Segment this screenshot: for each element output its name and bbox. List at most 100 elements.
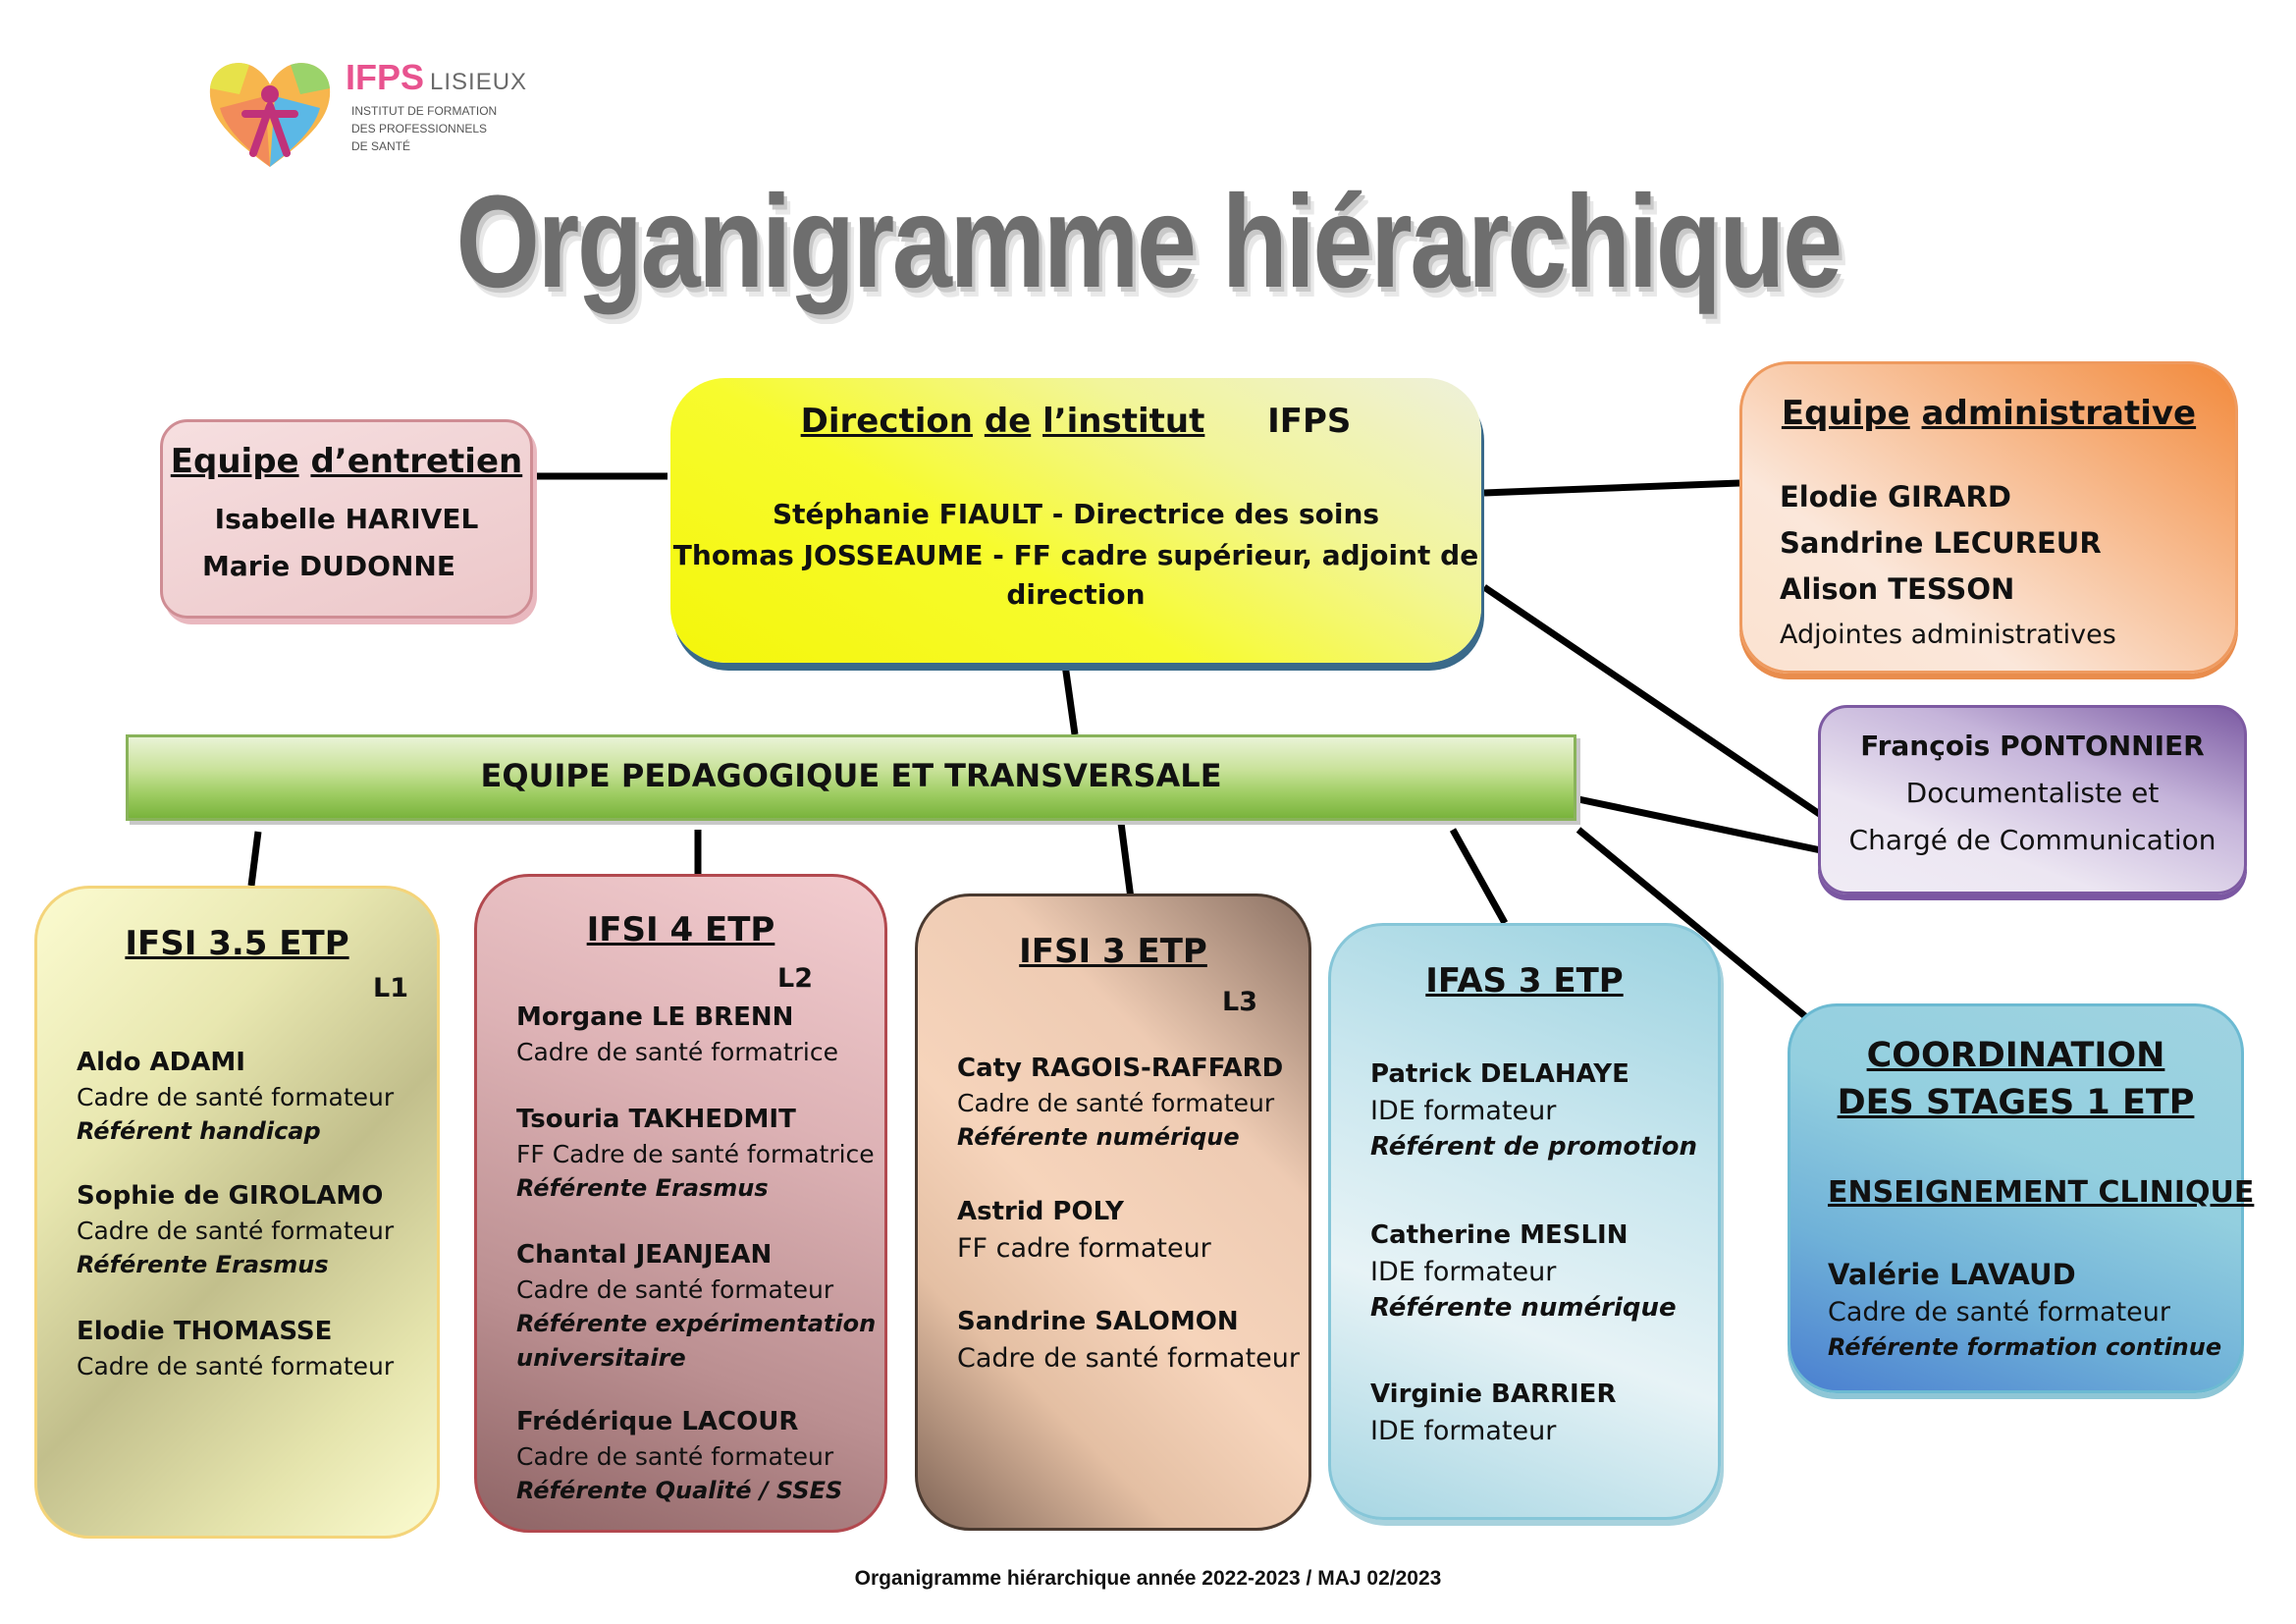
person-name: Virginie BARRIER bbox=[1370, 1380, 1617, 1409]
person-ref: Référente Erasmus bbox=[77, 1251, 329, 1278]
ifsi4-level: L2 bbox=[777, 963, 813, 994]
person-role: Cadre de santé formatrice bbox=[516, 1038, 838, 1066]
coordination-ref: Référente formation continue bbox=[1828, 1333, 2222, 1361]
person-role: IDE formateur bbox=[1370, 1257, 1557, 1287]
banner-equipe-pedagogique: EQUIPE PEDAGOGIQUE ET TRANSVERSALE bbox=[126, 734, 1576, 821]
box-ifsi-3: IFSI 3 ETP L3 Caty RAGOIS-RAFFARD Cadre … bbox=[915, 893, 1311, 1531]
person-ref: universitaire bbox=[516, 1344, 686, 1372]
person-ref: Référente numérique bbox=[1370, 1293, 1677, 1323]
direction-title-word: IFPS bbox=[1267, 402, 1352, 441]
admin-title-word: administrative bbox=[1921, 394, 2197, 433]
box-ifas: IFAS 3 ETP Patrick DELAHAYE IDE formateu… bbox=[1328, 923, 1721, 1520]
line-banner-ifsi3 bbox=[1117, 822, 1135, 899]
person-name: Morgane LE BRENN bbox=[516, 1002, 794, 1032]
ifsi3-level: L3 bbox=[1222, 987, 1257, 1017]
box-entretien: Equipe d’entretien Isabelle HARIVEL Mari… bbox=[160, 419, 533, 619]
ifsi3-title: IFSI 3 ETP bbox=[1019, 932, 1207, 971]
ifas-title: IFAS 3 ETP bbox=[1425, 961, 1624, 1001]
admin-member: Sandrine LECUREUR bbox=[1780, 526, 2102, 560]
ifsi35-title: IFSI 3.5 ETP bbox=[125, 924, 349, 963]
logo-subtitle-line: DES PROFESSIONNELS bbox=[351, 122, 488, 135]
person-name: Tsouria TAKHEDMIT bbox=[516, 1105, 796, 1134]
box-admin: Equipe administrative Elodie GIRARD Sand… bbox=[1739, 361, 2238, 674]
documentaliste-name: François PONTONNIER bbox=[1860, 730, 2205, 762]
person-role: FF cadre formateur bbox=[957, 1233, 1211, 1264]
person-ref: Référente Erasmus bbox=[516, 1174, 769, 1202]
box-documentaliste: François PONTONNIER Documentaliste et Ch… bbox=[1818, 705, 2247, 894]
person-name: Frédérique LACOUR bbox=[516, 1407, 799, 1436]
person-role: Cadre de santé formateur bbox=[957, 1089, 1275, 1117]
page-title: Organigramme hiérarchique bbox=[455, 169, 1843, 315]
direction-line1: Stéphanie FIAULT - Directrice des soins bbox=[772, 498, 1380, 530]
person-name: Astrid POLY bbox=[957, 1197, 1124, 1226]
page-footer: Organigramme hiérarchique année 2022-202… bbox=[854, 1567, 1442, 1590]
ifsi4-title: IFSI 4 ETP bbox=[586, 910, 775, 949]
person-ref: Référente numérique bbox=[957, 1123, 1240, 1151]
coordination-name: Valérie LAVAUD bbox=[1828, 1258, 2076, 1291]
person-role: Cadre de santé formateur bbox=[516, 1275, 834, 1304]
person-name: Aldo ADAMI bbox=[77, 1048, 245, 1077]
person-name: Catherine MESLIN bbox=[1370, 1220, 1629, 1250]
ifsi35-level: L1 bbox=[373, 973, 408, 1003]
person-name: Chantal JEANJEAN bbox=[516, 1240, 773, 1270]
admin-title: Equipe administrative bbox=[1742, 394, 2235, 433]
box-direction: Direction de l’institut IFPS Stéphanie F… bbox=[670, 378, 1481, 663]
admin-member: Elodie GIRARD bbox=[1780, 480, 2011, 514]
heart-logo-icon bbox=[209, 63, 331, 167]
person-ref: Référent de promotion bbox=[1370, 1132, 1698, 1162]
box-ifsi-3-5: IFSI 3.5 ETP L1 Aldo ADAMI Cadre de sant… bbox=[34, 886, 440, 1539]
person-name: Caty RAGOIS-RAFFARD bbox=[957, 1054, 1284, 1083]
banner-label: EQUIPE PEDAGOGIQUE ET TRANSVERSALE bbox=[480, 757, 1222, 794]
direction-title-word: de bbox=[984, 402, 1032, 441]
documentaliste-line2: Chargé de Communication bbox=[1848, 824, 2216, 856]
admin-role: Adjointes administratives bbox=[1780, 620, 2116, 650]
person-role: Cadre de santé formateur bbox=[77, 1083, 395, 1111]
admin-title-word: Equipe bbox=[1781, 394, 1910, 433]
line-direction-admin bbox=[1483, 479, 1740, 497]
entretien-title-word: d’entretien bbox=[310, 442, 523, 481]
entretien-title: Equipe d’entretien bbox=[163, 442, 530, 481]
person-role: FF Cadre de santé formatrice bbox=[516, 1140, 875, 1168]
entretien-member: Isabelle HARIVEL bbox=[214, 503, 479, 535]
box-ifsi-4: IFSI 4 ETP L2 Morgane LE BRENN Cadre de … bbox=[474, 874, 887, 1533]
line-banner-ifsi35 bbox=[247, 831, 262, 887]
person-name: Sophie de GIROLAMO bbox=[77, 1181, 384, 1211]
logo-subtitle: INSTITUT DE FORMATION DES PROFESSIONNELS… bbox=[351, 102, 538, 155]
coordination-title-line1: COORDINATION bbox=[1866, 1036, 2165, 1075]
logo-subtitle-line: INSTITUT DE FORMATION bbox=[351, 104, 498, 118]
person-ref: Référente Qualité / SSES bbox=[516, 1477, 843, 1504]
line-banner-documentaliste bbox=[1577, 795, 1822, 854]
line-banner-ifas bbox=[1449, 828, 1509, 925]
entretien-member: Marie DUDONNE bbox=[202, 550, 455, 582]
entretien-title-word: Equipe bbox=[170, 442, 299, 481]
direction-line3: direction bbox=[1006, 578, 1146, 611]
admin-member: Alison TESSON bbox=[1780, 572, 2015, 606]
box-coordination: COORDINATION DES STAGES 1 ETP ENSEIGNEME… bbox=[1788, 1003, 2254, 1393]
direction-line2: Thomas JOSSEAUME - FF cadre supérieur, a… bbox=[672, 539, 1479, 571]
direction-title: Direction de l’institut IFPS bbox=[670, 402, 1481, 441]
coordination-subtitle: ENSEIGNEMENT CLINIQUE bbox=[1828, 1175, 2255, 1210]
line-direction-documentaliste bbox=[1482, 584, 1823, 818]
coordination-title-line2: DES STAGES 1 ETP bbox=[1837, 1083, 2195, 1122]
person-role: Cadre de santé formateur bbox=[516, 1442, 834, 1471]
person-name: Elodie THOMASSE bbox=[77, 1317, 333, 1346]
person-name: Patrick DELAHAYE bbox=[1370, 1059, 1629, 1089]
person-role: Cadre de santé formateur bbox=[77, 1352, 395, 1380]
direction-title-word: l’institut bbox=[1042, 402, 1205, 441]
logo-ifps: IFPS bbox=[346, 57, 425, 97]
line-banner-coordination bbox=[1575, 827, 1814, 1024]
person-role: Cadre de santé formateur bbox=[77, 1217, 395, 1245]
direction-title-word: Direction bbox=[800, 402, 973, 441]
line-direction-banner bbox=[1061, 664, 1079, 735]
person-ref: Référent handicap bbox=[77, 1117, 321, 1145]
person-role: Cadre de santé formateur bbox=[957, 1343, 1300, 1374]
logo-subtitle-line: DE SANTÉ bbox=[351, 139, 411, 153]
person-ref: Référente expérimentation bbox=[516, 1310, 877, 1337]
person-role: IDE formateur bbox=[1370, 1416, 1557, 1446]
person-name: Sandrine SALOMON bbox=[957, 1307, 1239, 1336]
coordination-role: Cadre de santé formateur bbox=[1828, 1297, 2170, 1327]
documentaliste-line1: Documentaliste et bbox=[1905, 777, 2160, 809]
